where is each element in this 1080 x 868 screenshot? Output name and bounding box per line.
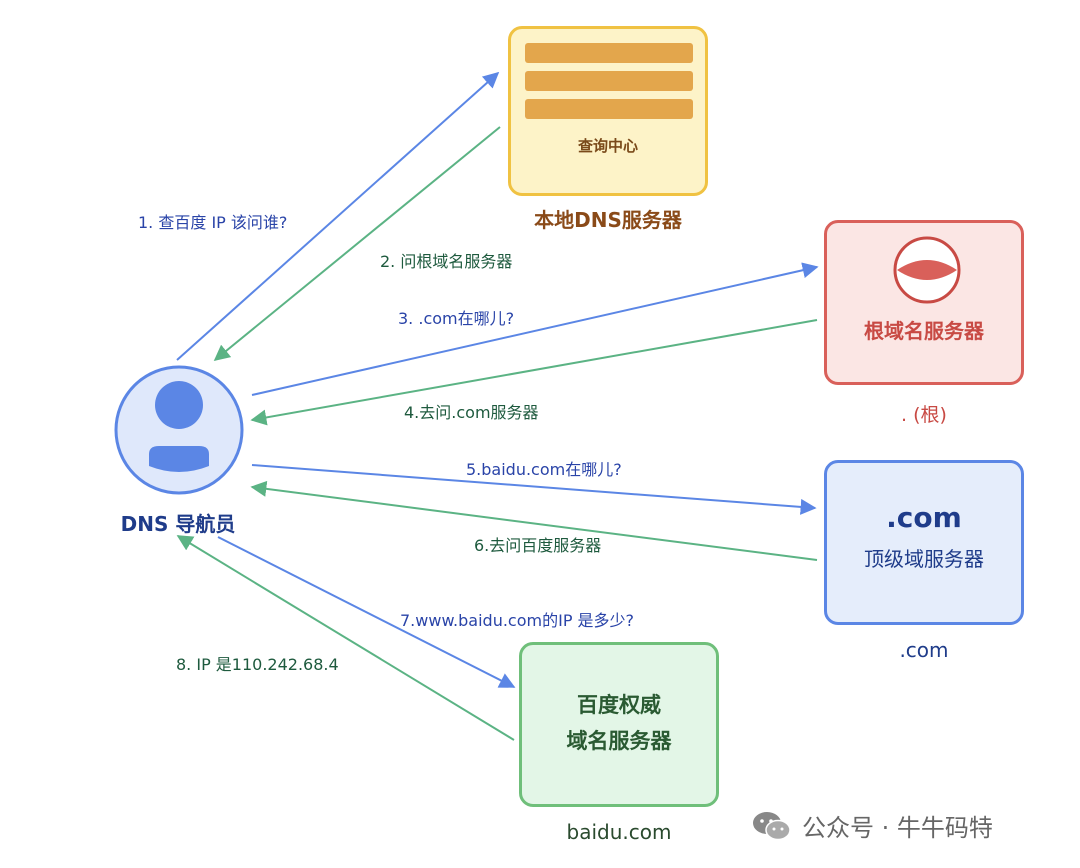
root-server-box: 根域名服务器 <box>824 220 1024 385</box>
arrow-step-7 <box>217 536 516 688</box>
step-8-label: 8. IP 是110.242.68.4 <box>176 655 339 674</box>
watermark: 公众号 · 牛牛码特 <box>752 808 993 843</box>
root-server-label: 根域名服务器 <box>864 319 984 343</box>
avatar-body <box>149 446 209 472</box>
local-dns-server-box: 查询中心 <box>508 26 708 196</box>
avatar-head <box>155 381 203 429</box>
arrow-step-4 <box>250 319 818 426</box>
local-dns-caption: 本地DNS服务器 <box>534 208 682 232</box>
arrow-step-2 <box>213 126 501 362</box>
arrow-step-8 <box>176 535 515 741</box>
navigator-label: DNS 导航员 <box>120 512 236 536</box>
wechat-icon <box>753 811 791 840</box>
local-dns-inner-label: 查询中心 <box>577 137 638 155</box>
step-2-label: 2. 问根域名服务器 <box>380 252 513 271</box>
server-rack-bar <box>525 99 693 119</box>
com-tld-server-box: .com 顶级域服务器 <box>824 460 1024 625</box>
step-6-label: 6.去问百度服务器 <box>474 536 602 555</box>
step-1-label: 1. 查百度 IP 该问谁? <box>138 213 288 232</box>
root-caption: . (根) <box>901 404 947 426</box>
baidu-caption: baidu.com <box>566 820 672 844</box>
step-7-label: 7.www.baidu.com的IP 是多少? <box>400 611 635 630</box>
root-eye-icon <box>893 236 961 304</box>
com-subtitle: 顶级域服务器 <box>864 547 984 571</box>
arrow-step-3 <box>251 262 819 396</box>
step-3-label: 3. .com在哪儿? <box>398 309 515 328</box>
navigator-avatar <box>114 365 244 495</box>
baidu-label-line2: 域名服务器 <box>566 729 672 753</box>
step-5-label: 5.baidu.com在哪儿? <box>466 460 622 479</box>
arrow-step-6 <box>250 480 818 561</box>
watermark-text: 公众号 · 牛牛码特 <box>802 814 993 842</box>
com-caption: .com <box>899 638 949 662</box>
baidu-label-line1: 百度权威 <box>577 693 661 717</box>
com-title: .com <box>886 501 962 534</box>
server-rack-bar <box>525 43 693 63</box>
baidu-auth-server-box: 百度权威 域名服务器 <box>519 642 719 807</box>
arrow-step-1 <box>176 71 500 361</box>
arrow-step-5 <box>251 464 817 515</box>
server-rack-bar <box>525 71 693 91</box>
step-4-label: 4.去问.com服务器 <box>404 403 539 422</box>
